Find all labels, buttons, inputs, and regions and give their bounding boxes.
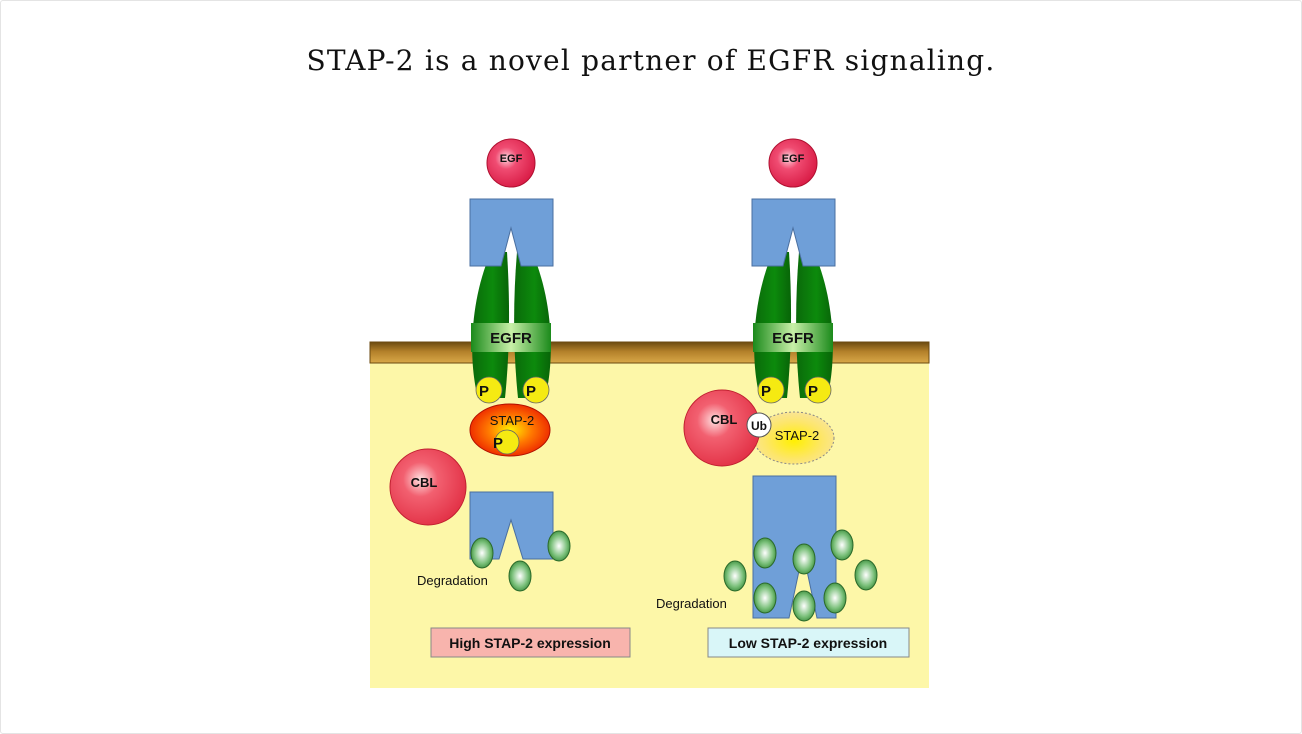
phospho-label: P	[808, 383, 818, 400]
ubiquitin	[746, 412, 772, 438]
egf-ligand	[768, 138, 818, 188]
egfr-label: EGFR	[772, 330, 814, 347]
stap2-label: STAP-2	[490, 413, 535, 428]
cell-membrane	[369, 341, 930, 364]
high-stap2-panel: EGF EGFR P P STAP-2 P CBL Degradation Hi…	[389, 138, 631, 658]
degradation-fragment	[792, 543, 816, 575]
degradation-fragment	[753, 582, 777, 614]
degradation-fragment	[753, 537, 777, 569]
degradation-fragment	[830, 529, 854, 561]
phospho-label: P	[526, 383, 536, 400]
stap2-phospho-site	[494, 429, 520, 455]
degradation-fragment	[854, 559, 878, 591]
egfr-label: EGFR	[490, 330, 532, 347]
degradation-fragment	[470, 537, 494, 569]
stap2-label: STAP-2	[775, 428, 820, 443]
low-stap2-panel: EGF EGFR P P STAP-2 CBL Ub Degradation L…	[656, 138, 910, 658]
low-expression-label: Low STAP-2 expression	[729, 635, 887, 651]
degradation-fragment	[508, 560, 532, 592]
high-expression-box	[430, 627, 631, 658]
degradation-label: Degradation	[656, 596, 727, 611]
degradation-fragment	[723, 560, 747, 592]
phospho-site	[475, 376, 503, 404]
degrading-receptor	[752, 475, 837, 619]
egfr-label-band	[471, 323, 551, 352]
egf-ligand	[486, 138, 536, 188]
phospho-label: P	[761, 383, 771, 400]
low-expression-box	[707, 627, 910, 658]
phospho-site	[522, 376, 550, 404]
cbl-label: CBL	[711, 412, 738, 427]
egfr-extracellular-domain	[751, 198, 836, 267]
phospho-site	[804, 376, 832, 404]
egfr-extracellular-domain	[469, 198, 554, 267]
phospho-label: P	[493, 435, 503, 452]
high-expression-label: High STAP-2 expression	[449, 635, 611, 651]
degradation-fragment	[547, 530, 571, 562]
egfr-label-band	[753, 323, 833, 352]
egf-label: EGF	[500, 153, 523, 165]
cbl-protein	[389, 448, 467, 526]
ub-label: Ub	[751, 419, 767, 433]
slide-title: STAP-2 is a novel partner of EGFR signal…	[306, 44, 996, 77]
degradation-label: Degradation	[417, 573, 488, 588]
egf-label: EGF	[782, 153, 805, 165]
phospho-site	[757, 376, 785, 404]
degradation-fragment	[823, 582, 847, 614]
phospho-label: P	[479, 383, 489, 400]
cbl-label: CBL	[411, 475, 438, 490]
degradation-fragment	[792, 590, 816, 622]
